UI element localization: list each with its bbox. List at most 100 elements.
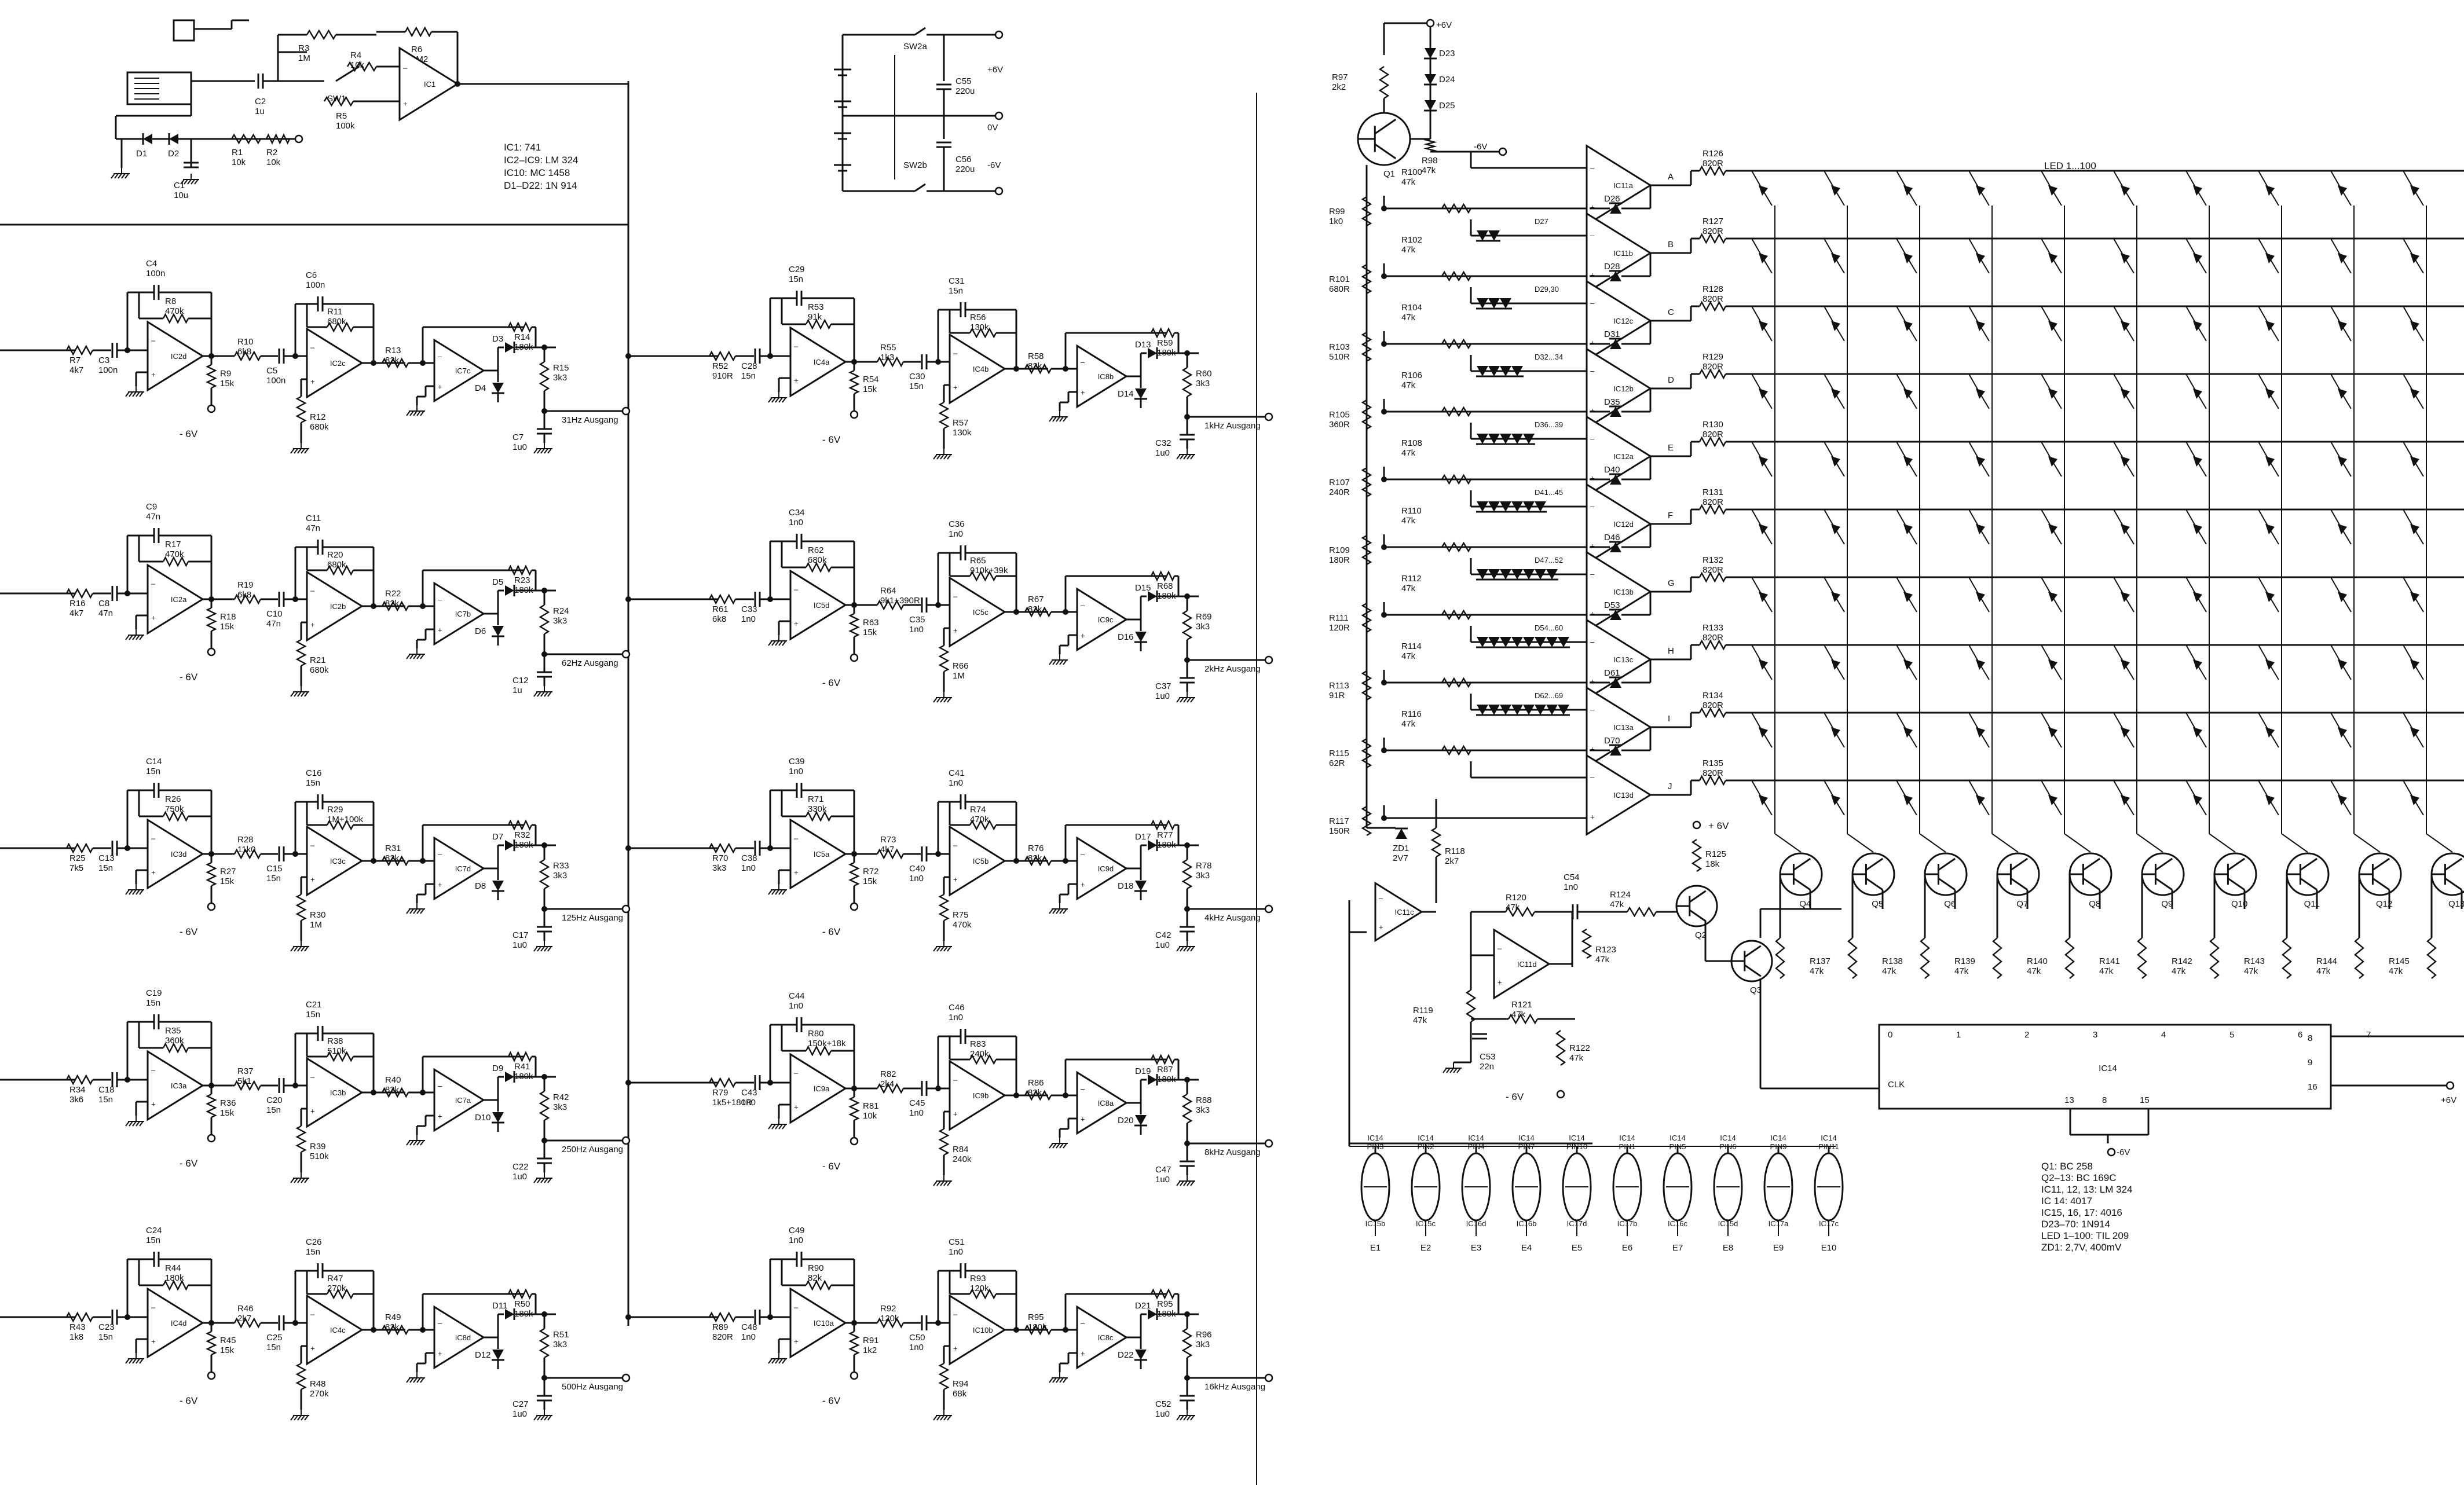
opamp-label: IC2b (330, 602, 346, 611)
wire (409, 908, 414, 914)
resistor-symbol (805, 1045, 832, 1057)
diode-symbol (1425, 74, 1436, 85)
wire (1180, 1180, 1184, 1186)
resistor-ref: R88 (1196, 1095, 1212, 1105)
wire (111, 173, 115, 179)
parts-note: IC15, 16, 17: 4016 (2041, 1207, 2122, 1218)
capacitor-ref: C31 (949, 276, 965, 286)
opamp-pin-sign: – (438, 850, 442, 859)
led-symbol (2410, 524, 2419, 534)
wire (132, 889, 137, 895)
wire (1374, 143, 1397, 159)
resistor-ref: R116 (1401, 709, 1422, 719)
junction-dot (1381, 544, 1387, 550)
resistor-symbol (876, 1083, 905, 1094)
wire (947, 1180, 951, 1186)
resistor-ref: R1 (232, 148, 243, 157)
diode-symbol (1425, 100, 1436, 111)
resistor-symbol (233, 1317, 262, 1329)
wire (1056, 908, 1060, 914)
resistor-value: 820R (1703, 159, 1723, 168)
wire (940, 946, 944, 952)
resistor-ref: R49 (385, 1312, 401, 1322)
ic14-pin-label: 3 (2093, 1030, 2097, 1040)
resistor-ref: R9 (220, 369, 231, 379)
capacitor-value: 15n (98, 863, 113, 873)
opamp-pin-sign: – (1590, 705, 1595, 714)
capacitor-ref: C51 (949, 1237, 965, 1247)
resistor-ref: R118 (1445, 846, 1465, 856)
opamp-pin-sign: + (953, 1344, 958, 1353)
capacitor-value: 100n (266, 376, 285, 386)
opamp-pin-sign: – (1590, 570, 1595, 578)
resistor-symbol (1423, 138, 1437, 153)
resistor-ref: R72 (863, 867, 879, 877)
resistor-ref: R27 (220, 867, 236, 877)
wire (544, 1178, 548, 1183)
opamp-symbol (306, 327, 364, 399)
opamp-pin-sign: + (953, 626, 958, 635)
resistor-value: 1k5+180R (712, 1098, 752, 1108)
ic14-pin-label: 1 (1956, 1030, 1961, 1040)
resistor-symbol (1430, 827, 1442, 858)
switch-control-label: IC14 (1468, 1134, 1484, 1142)
capacitor-value: 15n (146, 998, 160, 1008)
transistor-label: Q4 (1799, 899, 1811, 909)
wire (121, 173, 126, 179)
led-symbol (1903, 321, 1913, 331)
resistor-symbol (969, 1054, 997, 1065)
wire (914, 27, 926, 36)
resistor-symbol (1441, 474, 1472, 485)
resistor-symbol (65, 842, 94, 854)
ic14-label: IC14 (2099, 1064, 2117, 1073)
led-symbol (1759, 185, 1768, 196)
switch-control-label: IC14 (1770, 1134, 1786, 1142)
terminal (1264, 1373, 1273, 1383)
junction-dot (1013, 366, 1019, 372)
resistor-ref: R115 (1329, 749, 1349, 758)
wire (413, 908, 418, 914)
terminal (994, 186, 1004, 196)
resistor-ref: R26 (165, 794, 181, 804)
wire (139, 635, 144, 640)
wire (533, 1178, 538, 1183)
comparator-output-label: B (1668, 240, 1674, 250)
ic14-pin-label: 8 (2308, 1033, 2312, 1043)
led-symbol (1831, 659, 1840, 670)
transistor-label: Q5 (1872, 899, 1883, 909)
wire (297, 1415, 302, 1421)
opamp-pin-sign: – (151, 834, 156, 843)
led-symbol (2048, 659, 2057, 670)
resistor-value: 270k (310, 1389, 329, 1399)
diode-label: D2 (168, 149, 179, 159)
terminal (621, 1373, 631, 1383)
resistor-ref: R86 (1028, 1078, 1044, 1088)
supply-label: - 6V (180, 926, 198, 937)
diode-label: D12 (475, 1350, 491, 1360)
comparator-output-label: H (1668, 646, 1674, 656)
opamp-pin-sign: + (310, 875, 315, 884)
terminal (207, 647, 216, 657)
resistor-value: 6k8 (237, 347, 251, 357)
capacitor-value: 1u0 (1155, 691, 1170, 701)
wire (782, 1358, 786, 1364)
resistor-ref: R123 (1595, 945, 1616, 955)
parts-note: IC 14: 4017 (2041, 1196, 2092, 1207)
wire (1865, 857, 1884, 871)
capacitor-ref: C43 (741, 1088, 757, 1098)
resistor-value: 1M (953, 671, 965, 681)
resistor-value: 82k (385, 1085, 400, 1095)
wire (1190, 697, 1195, 703)
resistor-ref: R31 (385, 844, 401, 853)
resistor-value: 360R (1329, 420, 1350, 430)
transistor-label: Q7 (2016, 899, 2028, 909)
resistor-symbol (1361, 399, 1372, 430)
led-symbol (2121, 524, 2130, 534)
resistor-symbol (1181, 1093, 1193, 1124)
wire (936, 454, 941, 460)
diode-label: D7 (492, 832, 503, 842)
wire (1059, 1143, 1064, 1149)
opamp-label: IC11d (1517, 960, 1537, 969)
terminal (850, 653, 859, 662)
capacitor-value: 1u (255, 107, 265, 116)
